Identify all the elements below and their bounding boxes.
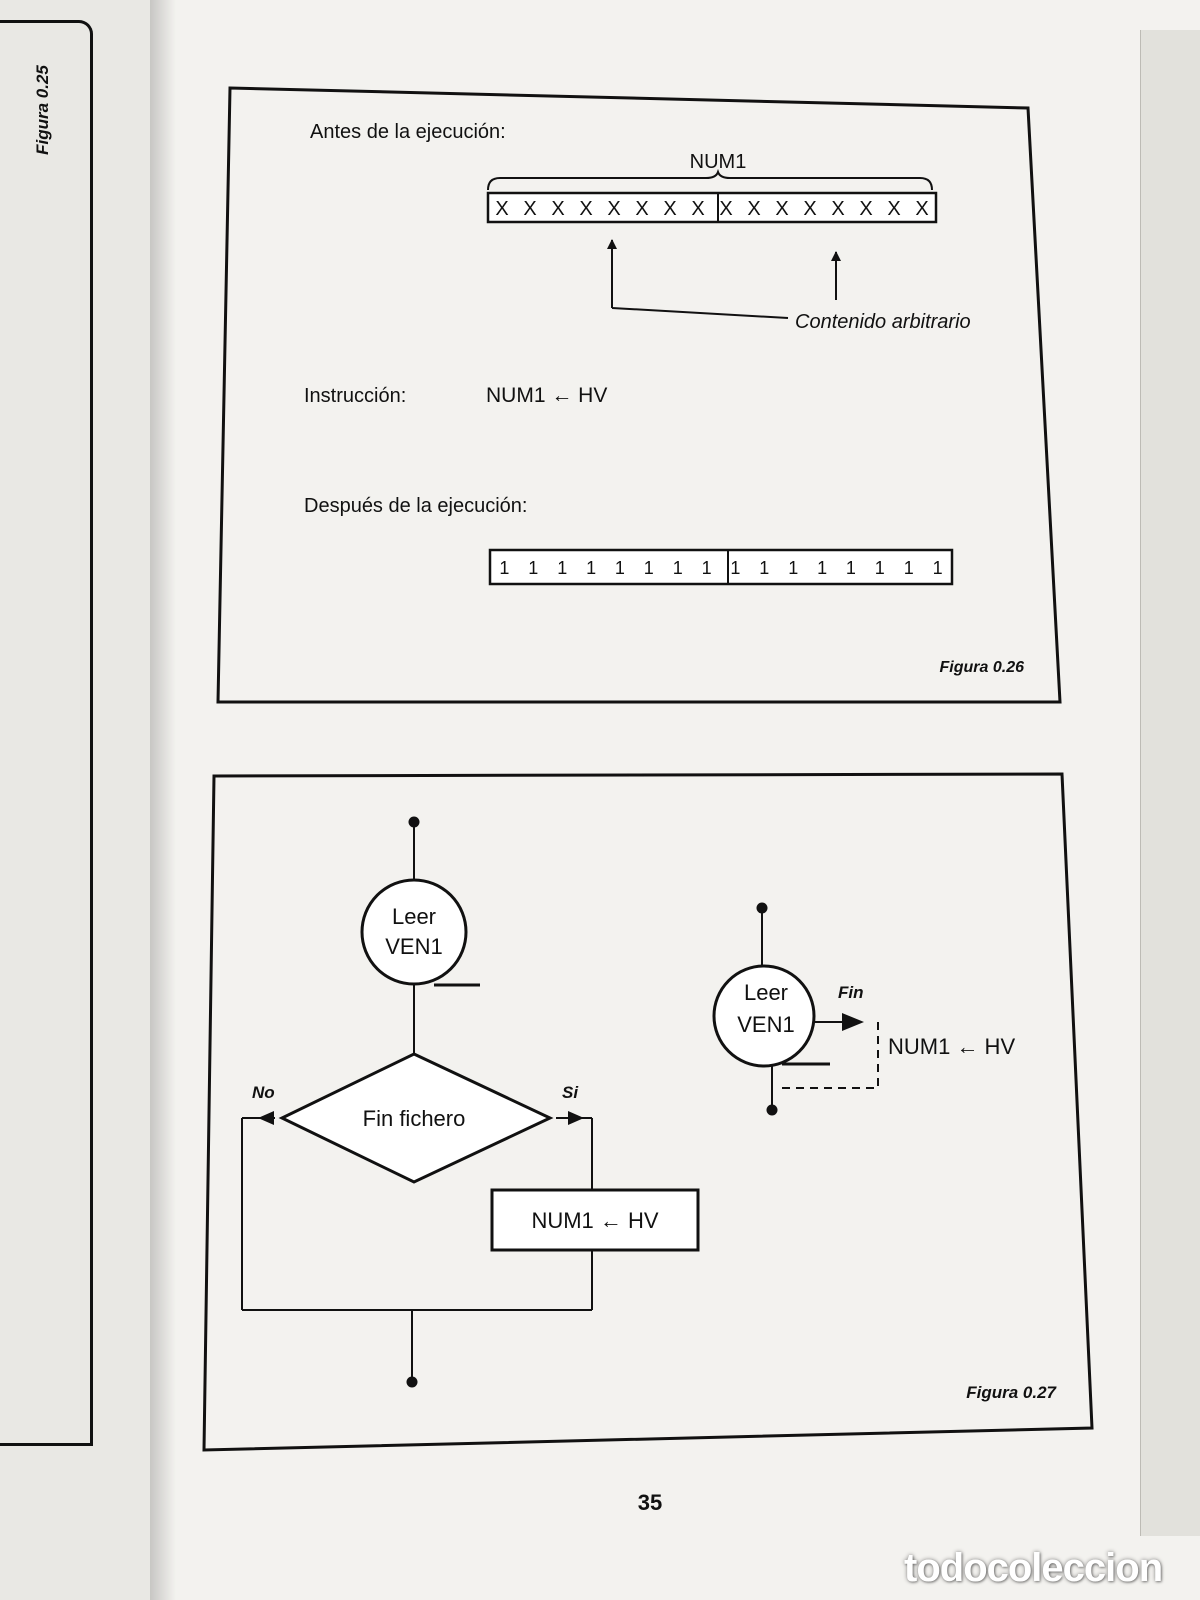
after-cell-3: 1 — [557, 558, 567, 578]
before-cell-5: X — [607, 198, 620, 220]
read-op-right: Leer VEN1 — [712, 964, 830, 1068]
arbitrary-content-label: Contenido arbitrario — [795, 311, 971, 333]
right-assign-text: NUM1 ← HV — [888, 1034, 1015, 1059]
arrow-connector — [611, 307, 789, 319]
before-cell-12: X — [803, 198, 816, 220]
before-cell-8: X — [691, 198, 704, 220]
before-cell-6: X — [635, 198, 648, 220]
before-cell-7: X — [663, 198, 676, 220]
after-cell-2: 1 — [528, 558, 538, 578]
after-cell-13: 1 — [846, 558, 856, 578]
before-cell-15: X — [887, 198, 900, 220]
before-cell-9: X — [719, 198, 732, 220]
yes-arrowhead — [568, 1111, 584, 1125]
no-label: No — [252, 1083, 275, 1102]
instruction-text: NUM1 ← HV — [486, 384, 607, 407]
right-page — [150, 0, 1200, 1600]
read-op-right-line2: VEN1 — [737, 1012, 794, 1037]
after-cell-9: 1 — [730, 558, 740, 578]
end-arrowhead — [842, 1013, 864, 1031]
decision-end-of-file: Fin fichero — [278, 1052, 554, 1184]
before-cell-16: X — [915, 198, 928, 220]
yes-label: Si — [562, 1083, 579, 1102]
before-label: Antes de la ejecución: — [310, 121, 506, 143]
after-cell-14: 1 — [875, 558, 885, 578]
after-cell-11: 1 — [788, 558, 798, 578]
watermark: todocoleccion — [900, 1536, 1200, 1600]
assign-box-rect — [490, 1188, 700, 1252]
after-label: Después de la ejecución: — [304, 495, 527, 517]
end-dot — [406, 1376, 418, 1388]
after-cell-12: 1 — [817, 558, 827, 578]
before-cell-2: X — [523, 198, 536, 220]
read-op-line1: Leer — [392, 904, 436, 929]
figure-0-27-frame — [202, 772, 1094, 1452]
after-cell-7: 1 — [673, 558, 683, 578]
after-cell-4: 1 — [586, 558, 596, 578]
after-cell-10: 1 — [759, 558, 769, 578]
after-cell-1: 1 — [499, 558, 509, 578]
before-cell-4: X — [579, 198, 592, 220]
read-op-right-circle — [712, 964, 816, 1068]
dashed-link — [782, 1022, 879, 1089]
left-figure-frame — [0, 20, 93, 1446]
page-edge — [1140, 30, 1200, 1600]
no-arrowhead — [258, 1111, 274, 1125]
decision-text: Fin fichero — [363, 1106, 466, 1131]
left-page: Figura 0.25 — [0, 0, 150, 1600]
after-cell-16: 1 — [933, 558, 943, 578]
figure-0-27: Leer VEN1 Fin fichero No Si NUM1 ← HV — [202, 772, 1094, 1452]
read-op-left: Leer VEN1 — [360, 878, 480, 987]
after-cell-6: 1 — [644, 558, 654, 578]
before-cell-10: X — [747, 198, 760, 220]
watermark-text: todocoleccion — [904, 1546, 1163, 1590]
assign-box-text: NUM1 ← HV — [531, 1208, 658, 1233]
num1-brace — [487, 168, 933, 191]
after-cell-15: 1 — [904, 558, 914, 578]
figure-0-26-frame — [216, 86, 1062, 704]
end-label: Fin — [838, 983, 864, 1002]
page-number: 35 — [637, 1490, 663, 1515]
spine-shadow — [150, 0, 176, 1600]
figure-0-27-caption: Figura 0.27 — [966, 1383, 1057, 1402]
num1-brace-label: NUM1 — [690, 151, 747, 173]
after-register-box — [488, 548, 954, 586]
read-op-line2: VEN1 — [385, 934, 442, 959]
before-cell-14: X — [859, 198, 872, 220]
figure-0-26-caption: Figura 0.26 — [940, 659, 1025, 676]
right-end-dot — [766, 1104, 778, 1116]
read-op-circle — [360, 878, 468, 986]
read-op-right-line1: Leer — [744, 980, 788, 1005]
before-cell-3: X — [551, 198, 564, 220]
decision-diamond — [278, 1052, 554, 1184]
before-cell-11: X — [775, 198, 788, 220]
assign-box: NUM1 ← HV — [490, 1188, 700, 1252]
before-cell-1: X — [495, 198, 508, 220]
after-cell-5: 1 — [615, 558, 625, 578]
after-cell-8: 1 — [702, 558, 712, 578]
before-cell-13: X — [831, 198, 844, 220]
before-register-box — [486, 191, 938, 224]
instruction-label: Instrucción: — [304, 385, 406, 407]
